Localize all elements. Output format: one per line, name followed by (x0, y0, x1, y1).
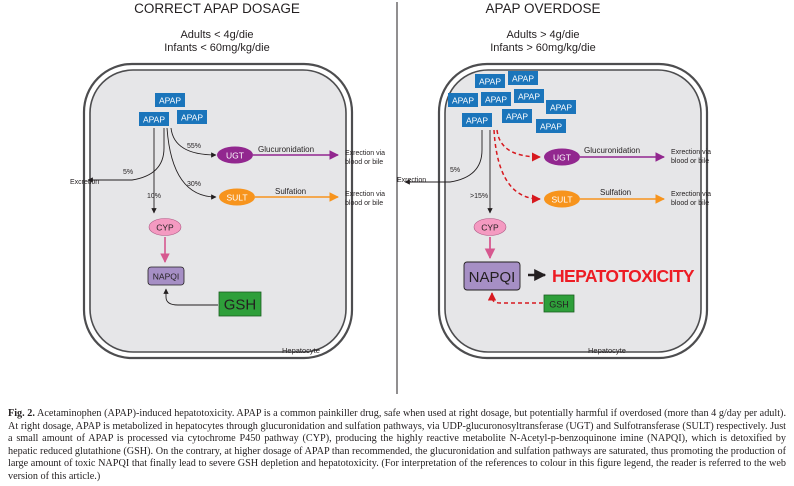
excretion-arrow (404, 130, 483, 185)
gsh-detox-arrow (163, 288, 218, 306)
sult-enzyme (544, 190, 580, 208)
apap-molecule: APAP (462, 113, 492, 127)
sult-label: SULT (551, 195, 572, 205)
left-hepatocyte-label: Hepatocyte (282, 346, 320, 355)
excretion-label: Excretion (70, 179, 99, 186)
gsh-box (218, 291, 262, 317)
pct-excretion-label: 5% (450, 167, 460, 174)
figure: CORRECT APAP DOSAGE Adults < 4g/die Infa… (70, 1, 711, 394)
left-dose-adults: Adults < 4g/die (180, 29, 253, 41)
excretion-via-line1: Exrection via (671, 149, 711, 156)
apap-molecule: APAP (508, 71, 538, 85)
panel-overdose: APAP OVERDOSE Adults > 4g/die Infants > … (397, 1, 711, 360)
cyp-label: CYP (156, 223, 174, 233)
svg-text:APAP: APAP (518, 92, 540, 102)
ugt-saturated-arrow (496, 129, 541, 162)
glucuronidation-label: Glucuronidation (258, 145, 314, 154)
cyp-label: CYP (481, 223, 499, 233)
right-panel-title: APAP OVERDOSE (485, 1, 600, 16)
svg-text:APAP: APAP (479, 77, 501, 87)
apap-molecule: APAP (481, 92, 511, 106)
sult-arrow (166, 127, 217, 200)
excretion-via-line2: blood or bile (345, 200, 383, 207)
ugt-enzyme (217, 146, 253, 164)
ugt-enzyme (544, 148, 580, 166)
right-dose-adults: Adults > 4g/die (506, 29, 579, 41)
sulfation-label: Sulfation (275, 187, 306, 196)
caption-text: Acetaminophen (APAP)-induced hepatotoxic… (8, 408, 786, 482)
apap-molecule: APAP (448, 93, 478, 107)
cyp-enzyme (148, 218, 182, 236)
apap-molecule: APAP (514, 89, 544, 103)
panel-correct-dosage: CORRECT APAP DOSAGE Adults < 4g/die Infa… (70, 1, 385, 360)
sulfation-label: Sulfation (600, 188, 631, 197)
gsh-depletion-arrow (487, 292, 543, 304)
excretion-label: Exrection (397, 177, 426, 184)
excretion-via-line1: Exrection via (671, 191, 711, 198)
svg-text:APAP: APAP (181, 113, 203, 123)
svg-text:APAP: APAP (485, 95, 507, 105)
figure-caption: Fig. 2. Acetaminophen (APAP)-induced hep… (8, 408, 786, 483)
apap-molecule: APAP (502, 109, 532, 123)
pct-sult-label: 30% (187, 181, 201, 188)
gsh-label: GSH (224, 297, 257, 314)
pct-ugt-label: 55% (187, 143, 201, 150)
svg-text:APAP: APAP (540, 122, 562, 132)
napqi-label: NAPQI (469, 269, 516, 286)
excretion-via-line1: Exrection via (345, 150, 385, 157)
left-panel-title: CORRECT APAP DOSAGE (134, 1, 300, 16)
apap-diagram: CORRECT APAP DOSAGE Adults < 4g/die Infa… (70, 1, 711, 394)
gsh-box (543, 294, 575, 313)
apap-molecule: APAP (177, 110, 207, 124)
ugt-label: UGT (226, 151, 244, 161)
excretion-via-line2: blood or bile (671, 158, 709, 165)
svg-text:APAP: APAP (466, 116, 488, 126)
left-dose-infants: Infants < 60mg/kg/die (164, 42, 269, 54)
pct-excretion-label: 5% (123, 169, 133, 176)
excretion-via-line2: blood or bile (671, 200, 709, 207)
cyp-enzyme (473, 218, 507, 236)
pct-cyp-label: 10% (147, 193, 161, 200)
svg-text:APAP: APAP (159, 96, 181, 106)
excretion-via-line1: Exrection via (345, 191, 385, 198)
excretion-arrow (87, 128, 165, 183)
svg-text:APAP: APAP (512, 74, 534, 84)
ugt-label: UGT (553, 153, 571, 163)
napqi-box (147, 266, 185, 286)
caption-label: Fig. 2. (8, 408, 35, 419)
apap-molecule: APAP (475, 74, 505, 88)
hepatocyte-cell (89, 69, 347, 353)
napqi-label: NAPQI (153, 272, 179, 282)
right-hepatocyte-label: Hepatocyte (588, 346, 626, 355)
apap-molecule: APAP (546, 100, 576, 114)
svg-text:APAP: APAP (550, 103, 572, 113)
svg-text:APAP: APAP (452, 96, 474, 106)
hepatotoxicity-label: HEPATOTOXICITY (552, 266, 695, 286)
sult-enzyme (219, 188, 255, 206)
apap-molecule: APAP (155, 93, 185, 107)
svg-text:APAP: APAP (506, 112, 528, 122)
gsh-label: GSH (549, 300, 569, 310)
apap-molecule: APAP (139, 112, 169, 126)
napqi-box (463, 261, 521, 291)
glucuronidation-label: Glucuronidation (584, 146, 640, 155)
excretion-via-line2: blood or bile (345, 159, 383, 166)
sult-label: SULT (226, 193, 247, 203)
svg-text:APAP: APAP (143, 115, 165, 125)
right-dose-infants: Infants > 60mg/kg/die (490, 42, 595, 54)
pct-cyp-label: >15% (470, 193, 488, 200)
apap-molecule: APAP (536, 119, 566, 133)
ugt-arrow (170, 127, 217, 158)
